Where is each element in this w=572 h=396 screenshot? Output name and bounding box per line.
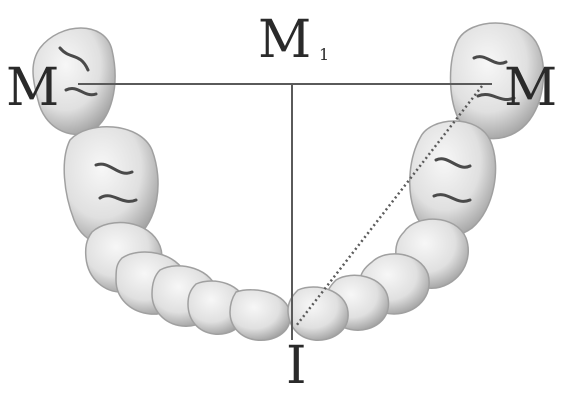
- label-bottom-i: I: [286, 340, 307, 392]
- right-molar-2: [410, 121, 496, 236]
- label-left-m: M: [6, 62, 59, 114]
- label-top-m-subscript: 1: [319, 47, 329, 63]
- left-teeth-row: [33, 28, 290, 340]
- label-top-m: M: [258, 14, 311, 66]
- right-incisor-2: [288, 287, 348, 340]
- left-incisor-1: [230, 290, 290, 340]
- label-right-m: M: [504, 62, 557, 114]
